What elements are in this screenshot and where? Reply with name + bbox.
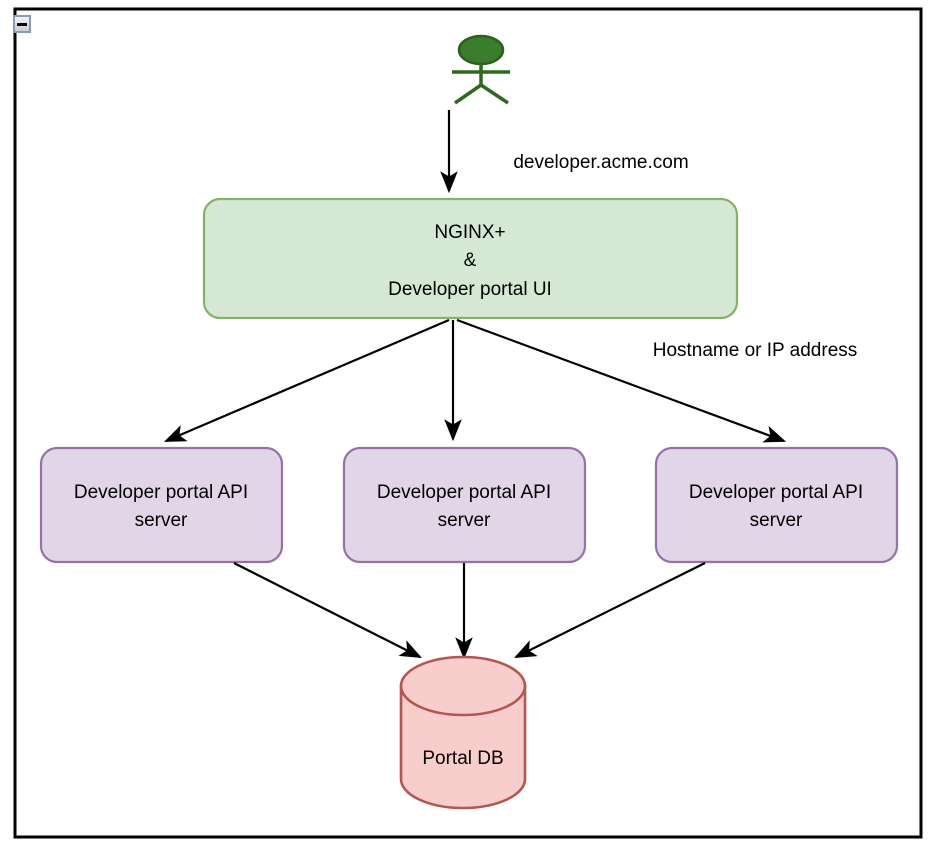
- actor-head-icon: [457, 34, 505, 66]
- edge-nginx-to-api-server-1: [163, 318, 450, 443]
- portal-db-top-ellipse: [399, 655, 527, 717]
- portal-db-body-shape[interactable]: [399, 684, 527, 810]
- actor-figure: [452, 34, 510, 105]
- api-server-1-box-shape[interactable]: [39, 446, 284, 564]
- edge-label-developer-domain: developer.acme.com: [513, 152, 688, 173]
- api-server-2-label-line2: server: [438, 510, 491, 531]
- api-server-1-label-line2: server: [135, 510, 188, 531]
- api-server-2-box-shape[interactable]: [342, 446, 587, 564]
- edge-api-server-1-to-db: [233, 562, 422, 658]
- actor-left-leg-line: [454, 83, 482, 105]
- edge-nginx-to-api-server-3: [456, 318, 787, 443]
- api-server-1-label-line1: Developer portal API: [74, 482, 248, 503]
- node-api-server-1[interactable]: Developer portal API server: [39, 446, 284, 564]
- api-server-3-box-shape[interactable]: [654, 446, 899, 564]
- portal-db-label: Portal DB: [422, 748, 503, 769]
- api-server-3-label-line1: Developer portal API: [689, 482, 863, 503]
- api-server-2-label-line1: Developer portal API: [377, 482, 551, 503]
- node-api-server-2[interactable]: Developer portal API server: [342, 446, 587, 564]
- nginx-label-line3: Developer portal UI: [388, 279, 552, 300]
- nginx-label-line1: NGINX+: [434, 222, 505, 243]
- node-nginx-portal-ui[interactable]: NGINX+ & Developer portal UI: [202, 197, 739, 320]
- collapse-toggle-button[interactable]: [13, 15, 31, 33]
- edge-api-server-3-to-db: [514, 562, 706, 658]
- edge-label-hostname-or-ip: Hostname or IP address: [653, 340, 858, 361]
- nginx-box-shape[interactable]: [202, 197, 739, 320]
- node-api-server-3[interactable]: Developer portal API server: [654, 446, 899, 564]
- actor-right-leg-line: [480, 83, 509, 105]
- nginx-label-line2: &: [464, 250, 477, 271]
- node-portal-db[interactable]: Portal DB: [399, 655, 527, 810]
- api-server-3-label-line2: server: [750, 510, 803, 531]
- minus-icon: [17, 22, 27, 26]
